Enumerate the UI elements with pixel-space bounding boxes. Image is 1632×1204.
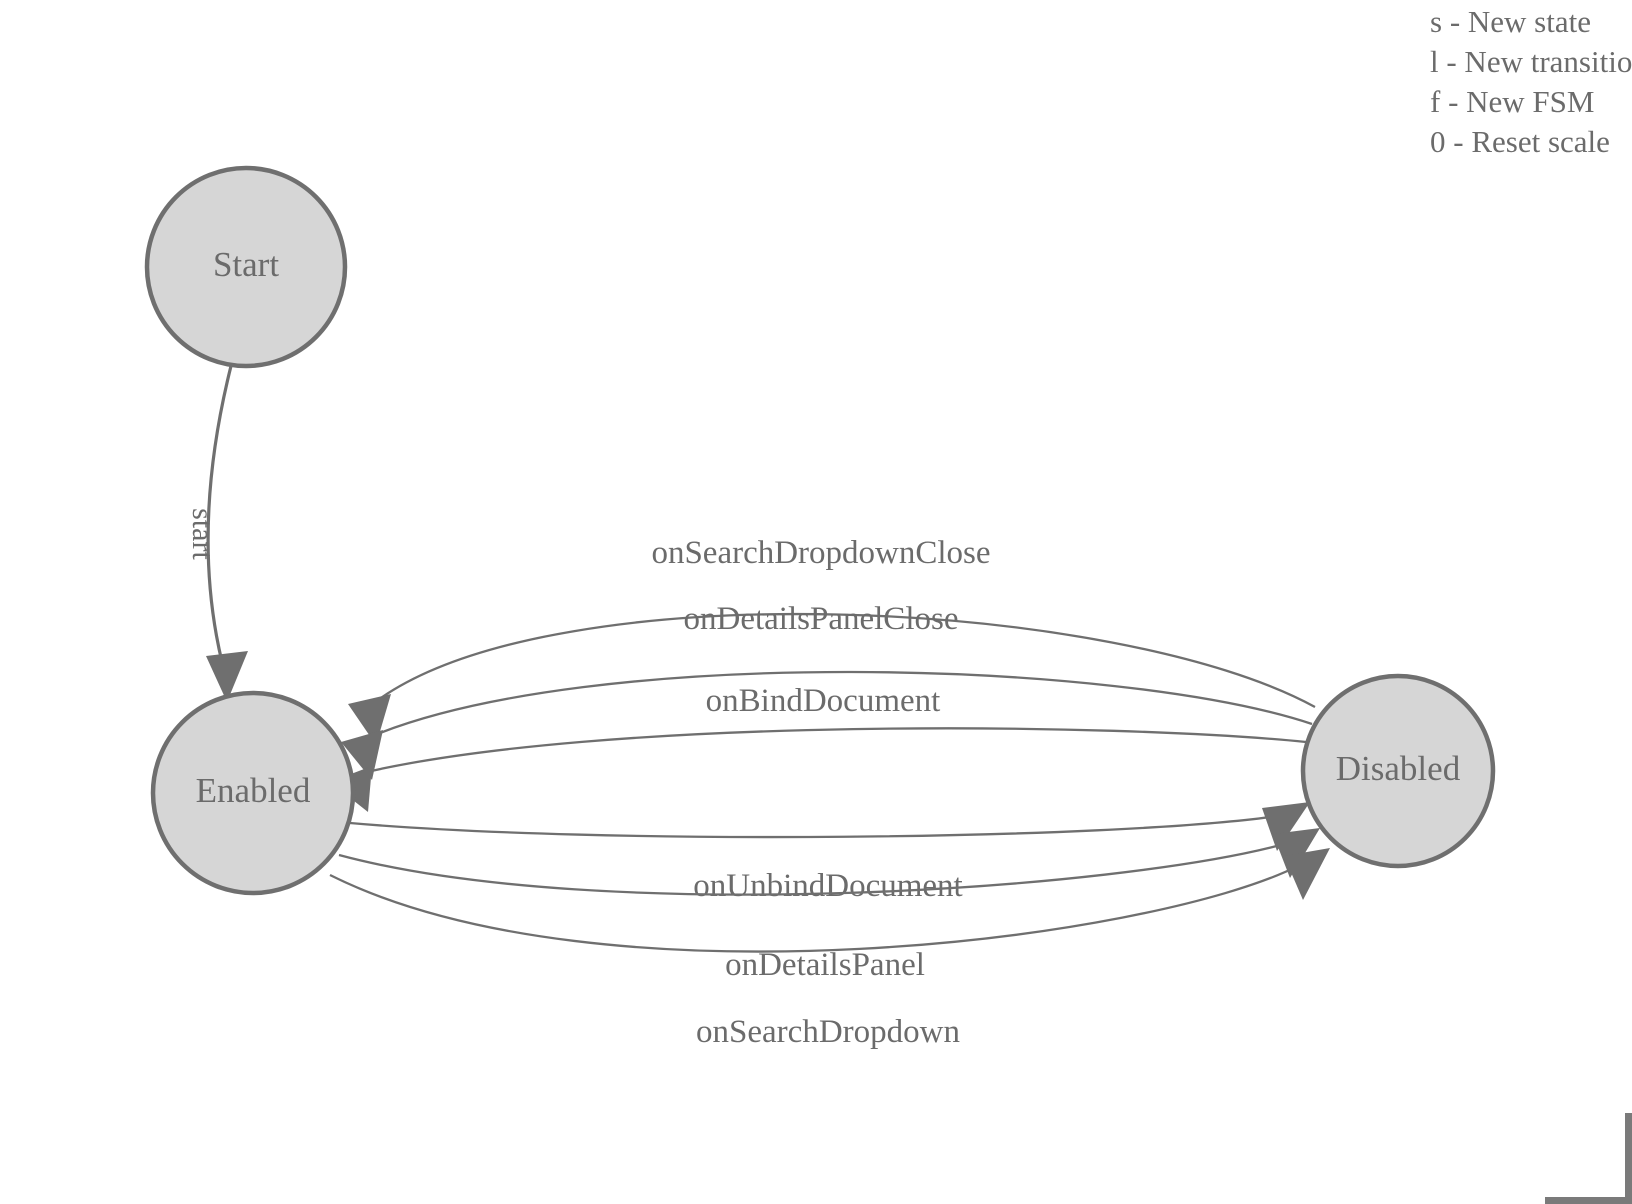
- transition-start-path[interactable]: [206, 365, 233, 663]
- transition-on-bind-document[interactable]: onBindDocument: [330, 683, 1307, 812]
- transition-on-unbind-document-path[interactable]: [349, 814, 1279, 839]
- transition-on-search-dropdown-path[interactable]: [329, 864, 1299, 953]
- state-node-disabled-label: Disabled: [1336, 749, 1461, 788]
- transition-on-search-dropdown-arrowhead: [1284, 848, 1330, 900]
- transition-on-search-dropdown-label: onSearchDropdown: [696, 1014, 960, 1050]
- transition-on-details-panel-arrowhead: [1273, 828, 1320, 878]
- transition-on-unbind-document[interactable]: onUnbindDocument: [349, 802, 1310, 904]
- transition-on-details-panel-label: onDetailsPanel: [725, 947, 925, 983]
- transition-on-search-dropdown[interactable]: onSearchDropdown: [329, 848, 1330, 1050]
- transition-on-details-panel-path[interactable]: [338, 841, 1289, 896]
- state-node-start-label: Start: [213, 245, 279, 284]
- transition-on-bind-document-path[interactable]: [357, 727, 1307, 776]
- horizontal-scrollbar[interactable]: [1545, 1197, 1625, 1204]
- transition-on-details-panel[interactable]: onDetailsPanel: [338, 828, 1320, 983]
- state-node-enabled[interactable]: Enabled: [150, 690, 356, 896]
- state-node-disabled[interactable]: Disabled: [1300, 673, 1496, 869]
- transition-start[interactable]: start: [186, 365, 248, 702]
- transition-on-search-dropdown-close[interactable]: onSearchDropdownClose: [348, 535, 1316, 745]
- vertical-scrollbar[interactable]: [1625, 1113, 1632, 1204]
- transition-on-unbind-document-arrowhead: [1262, 802, 1310, 851]
- transition-on-details-panel-close-path[interactable]: [369, 670, 1313, 739]
- transition-on-details-panel-close-label: onDetailsPanelClose: [684, 601, 959, 637]
- state-node-start[interactable]: Start: [144, 165, 348, 369]
- transition-on-unbind-document-label: onUnbindDocument: [693, 868, 962, 904]
- transition-on-search-dropdown-close-path[interactable]: [377, 612, 1316, 709]
- state-node-disabled-circle[interactable]: [1300, 673, 1496, 869]
- state-node-enabled-label: Enabled: [196, 771, 311, 810]
- state-node-enabled-circle[interactable]: [150, 690, 356, 896]
- transition-start-arrowhead: [206, 651, 248, 702]
- transition-start-label: start: [186, 508, 219, 560]
- transition-on-details-panel-close-arrowhead: [341, 730, 383, 780]
- transition-on-search-dropdown-close-label: onSearchDropdownClose: [651, 535, 990, 571]
- state-node-start-circle[interactable]: [144, 165, 348, 369]
- transition-on-details-panel-close[interactable]: onDetailsPanelClose: [341, 601, 1313, 780]
- transition-on-bind-document-label: onBindDocument: [706, 683, 941, 719]
- transition-on-search-dropdown-close-arrowhead: [348, 694, 391, 745]
